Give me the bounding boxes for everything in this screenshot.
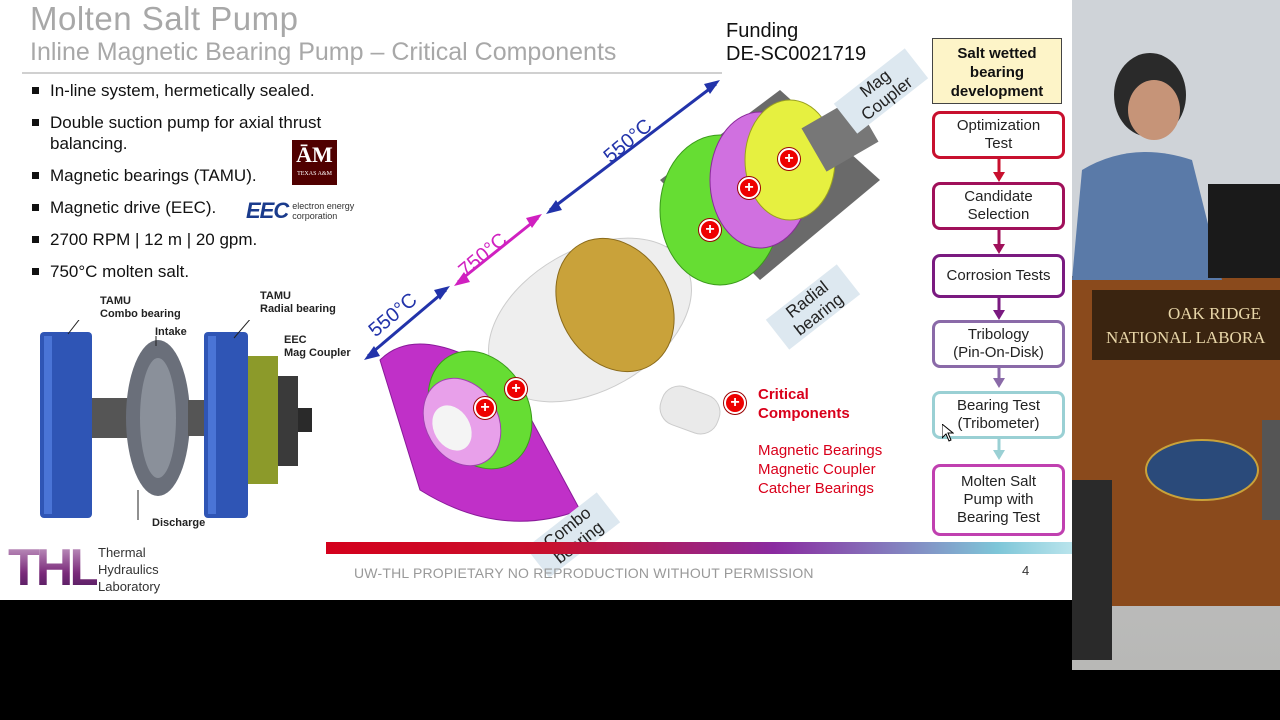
photo-label-text: Radial bearing: [260, 303, 336, 315]
speaker-camera-feed: OAK RIDGE NATIONAL LABORA: [1072, 0, 1280, 670]
funding-number: DE-SC0021719: [726, 43, 867, 65]
critical-title-text: Components: [758, 405, 850, 422]
tamu-logo: ĀM TEXAS A&M: [292, 140, 337, 185]
footer-notice: UW-THL PROPIETARY NO REPRODUCTION WITHOU…: [354, 565, 814, 581]
bullet-item: In-line system, hermetically sealed.: [30, 80, 390, 101]
title-divider: [22, 72, 722, 74]
sidebar-header-text: development: [950, 83, 1044, 100]
eec-logo-mark: EEC: [246, 198, 289, 223]
critical-item: Catcher Bearings: [758, 480, 874, 497]
flow-step-corrosion: Corrosion Tests: [932, 254, 1065, 298]
photo-label-text: TAMU: [100, 295, 131, 307]
lab-name-text: Hydraulics: [98, 562, 159, 577]
critical-components-title: Critical Components: [758, 385, 850, 423]
critical-marker-icon: +: [699, 219, 721, 241]
critical-components-list: Magnetic Bearings Magnetic Coupler Catch…: [758, 441, 882, 498]
photo-label-coupler: EEC Mag Coupler: [284, 334, 351, 360]
eec-logo: EEC electron energy corporation: [246, 198, 372, 224]
flow-step-text: Test: [984, 135, 1013, 152]
photo-label-text: TAMU: [260, 290, 291, 302]
sidebar-header-text: Salt wetted: [957, 45, 1037, 62]
slide-subtitle: Inline Magnetic Bearing Pump – Critical …: [30, 38, 617, 66]
flow-step-bearing-test: Bearing Test(Tribometer): [932, 391, 1065, 439]
podium-sign-text: OAK RIDGE: [1168, 304, 1262, 323]
bullet-item: 750°C molten salt.: [30, 261, 390, 282]
critical-marker-icon: +: [738, 177, 760, 199]
critical-item: Magnetic Bearings: [758, 442, 883, 459]
photo-label-text: Mag Coupler: [284, 347, 351, 359]
page-number: 4: [1022, 563, 1030, 578]
lab-name-text: Thermal: [98, 545, 146, 560]
tamu-logo-mark: ĀM: [296, 142, 333, 167]
podium-sign-text: NATIONAL LABORA: [1106, 328, 1266, 347]
bullet-list: In-line system, hermetically sealed. Dou…: [30, 80, 390, 293]
footer-gradient-bar: [326, 542, 1072, 554]
photo-label-combo: TAMU Combo bearing: [100, 295, 181, 321]
bullet-item: 2700 RPM | 12 m | 20 gpm.: [30, 229, 390, 250]
pump-photo: [40, 320, 312, 520]
lab-name: Thermal Hydraulics Laboratory: [98, 544, 160, 595]
flow-step-text: Pump with: [963, 491, 1034, 508]
pump-cutaway-render: [364, 80, 880, 522]
presentation-slide: Molten Salt Pump Inline Magnetic Bearing…: [0, 0, 1072, 600]
thl-logo: THL: [8, 539, 101, 597]
flow-step-text: (Pin-On-Disk): [953, 344, 1044, 361]
flow-step-text: Molten Salt: [960, 473, 1037, 490]
lab-name-text: Laboratory: [98, 579, 161, 594]
bullet-item: Double suction pump for axial thrust bal…: [30, 112, 390, 154]
tamu-logo-text: TEXAS A&M: [297, 171, 332, 177]
photo-label-radial: TAMU Radial bearing: [260, 290, 336, 316]
photo-label-text: EEC: [284, 334, 307, 346]
critical-marker-icon: +: [778, 148, 800, 170]
flow-arrows: [993, 158, 1005, 460]
photo-label-intake: Intake: [155, 326, 187, 338]
photo-label-discharge: Discharge: [152, 517, 206, 529]
critical-marker-icon: +: [505, 378, 527, 400]
bullet-item: Magnetic drive (EEC).: [30, 197, 390, 218]
critical-marker-icon: +: [474, 397, 496, 419]
flow-step-text: Bearing Test: [956, 509, 1041, 526]
critical-title-text: Critical: [758, 386, 809, 403]
sidebar-header-text: bearing: [969, 64, 1025, 81]
funding-label: Funding: [726, 20, 799, 42]
eec-logo-name: electron energy corporation: [292, 201, 355, 221]
flow-step-text: Corrosion Tests: [946, 267, 1051, 284]
flow-step-text: Bearing Test: [956, 397, 1041, 414]
flow-step-text: Tribology: [967, 326, 1030, 343]
funding-info: Funding DE-SC0021719: [726, 20, 866, 66]
flow-step-text: Selection: [967, 206, 1030, 223]
bullet-item: Magnetic bearings (TAMU).: [30, 165, 390, 186]
flow-step-text: (Tribometer): [957, 415, 1040, 432]
slide-title: Molten Salt Pump: [30, 0, 299, 37]
critical-legend-icon: +: [724, 392, 746, 414]
flow-step-text: Optimization: [956, 117, 1041, 134]
flow-step-tribology: Tribology(Pin-On-Disk): [932, 320, 1065, 368]
flow-step-text: Candidate: [964, 188, 1033, 205]
speaker-scene: [1072, 0, 1280, 660]
photo-label-text: Combo bearing: [100, 308, 181, 320]
critical-item: Magnetic Coupler: [758, 461, 876, 478]
mouse-cursor-icon: [942, 424, 954, 442]
podium-sign: OAK RIDGE NATIONAL LABORA: [1100, 302, 1280, 350]
sidebar-header: Salt wetted bearing development: [932, 38, 1062, 104]
